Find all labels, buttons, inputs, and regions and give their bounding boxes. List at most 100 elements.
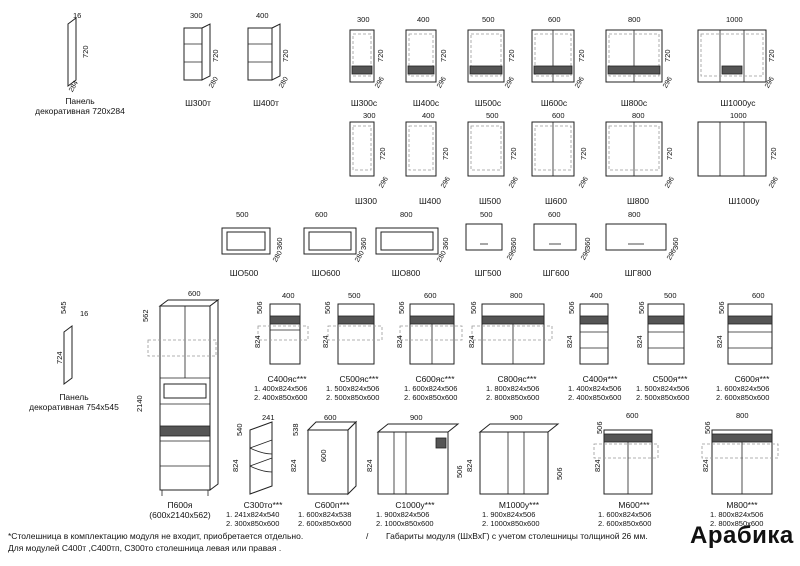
s1000u-width: 900	[410, 413, 423, 422]
sho500-width: 500	[236, 210, 249, 219]
sh300-name: Ш300	[355, 196, 377, 206]
s800ys-depth: 506	[469, 301, 478, 314]
m1000u-height: 824	[465, 459, 474, 472]
m600-name: М600***	[618, 500, 650, 510]
sh400-name: Ш400	[419, 196, 441, 206]
tall-pantry-drawing	[147, 299, 220, 496]
sh400-width: 400	[422, 111, 435, 120]
sh500-width: 500	[486, 111, 499, 120]
footer-note-corner: Для модулей С400т ,С400тп, С300то столеш…	[8, 543, 282, 553]
s600p-spec1: 1. 600х824х538	[298, 510, 352, 519]
sh800-name: Ш800	[627, 196, 649, 206]
s500ys-spec1: 1. 500х824х506	[326, 384, 380, 393]
s500ys-spec2: 2. 500х850х600	[326, 393, 380, 402]
footer-note-dimensions: Габариты модуля (ШхВхГ) с учетом столешн…	[386, 531, 648, 541]
shg600-width: 600	[548, 210, 561, 219]
glass-wall-row	[349, 29, 767, 83]
panel-bottom-thickness: 16	[80, 309, 89, 318]
s300to-spec1: 1. 241х824х540	[226, 510, 280, 519]
s600ys-name: С600яс***	[415, 374, 455, 384]
s400ys-width: 400	[282, 291, 295, 300]
sh800-width: 800	[632, 111, 645, 120]
sho600-name: ШО600	[311, 268, 341, 278]
s400ys-depth: 506	[255, 301, 264, 314]
s400ys-name: С400яс***	[267, 374, 307, 384]
sh1000u-width: 1000	[730, 111, 747, 120]
s600y-spec1: 1. 600х824х506	[716, 384, 770, 393]
sh800-height: 720	[665, 147, 674, 160]
sh800s-width: 800	[628, 15, 641, 24]
s400y-width: 400	[590, 291, 603, 300]
m800-width: 800	[736, 411, 749, 420]
s800ys-height: 824	[467, 335, 476, 348]
wall-row	[349, 121, 767, 177]
shg800-width: 800	[628, 210, 641, 219]
shelf-hood-row	[221, 223, 667, 255]
shg500-width: 500	[480, 210, 493, 219]
m1000u-depth: 506	[555, 467, 564, 480]
s500ys-width: 500	[348, 291, 361, 300]
m800-spec1: 1. 800х824х506	[710, 510, 764, 519]
sh800s-height: 720	[663, 49, 672, 62]
panel-top-thickness: 16	[73, 11, 82, 20]
s1000u-name: С1000у***	[395, 500, 435, 510]
m600-spec2: 2. 600х850х600	[598, 519, 652, 528]
sh1000us-width: 1000	[726, 15, 743, 24]
m800-spec2: 2. 800х850х600	[710, 519, 764, 528]
s1000u-spec1: 1. 900х824х506	[376, 510, 430, 519]
sh300t-height: 720	[211, 49, 220, 62]
panel-bottom-width: 545	[59, 301, 68, 314]
s500ys-name: С500яс***	[339, 374, 379, 384]
s500ys-depth: 506	[323, 301, 332, 314]
m1000u-name: М1000у***	[498, 500, 540, 510]
s600ys-spec2: 2. 600х850х600	[404, 393, 458, 402]
panel-bottom-height: 724	[55, 351, 64, 364]
s1000u-spec2: 2. 1000х850х600	[376, 519, 434, 528]
m600-width: 600	[626, 411, 639, 420]
sho800-width: 800	[400, 210, 413, 219]
s1000u-height: 824	[365, 459, 374, 472]
m800-depth: 506	[703, 421, 712, 434]
sh1000u-name: Ш1000у	[728, 196, 760, 206]
sh600s-name: Ш600с	[540, 98, 568, 108]
base-bottom-row	[249, 420, 779, 496]
sh400s-width: 400	[417, 15, 430, 24]
m600-depth: 506	[595, 421, 604, 434]
s400y-spec2: 2. 400х850х600	[568, 393, 622, 402]
s600y-width: 600	[752, 291, 765, 300]
s1000u-depth: 506	[455, 465, 464, 478]
sh300t-width: 300	[190, 11, 203, 20]
sh600-name: Ш600	[545, 196, 567, 206]
m600-spec1: 1. 600х824х506	[598, 510, 652, 519]
s600p-inner-height: 600	[319, 449, 328, 462]
cabinet-sh300t-drawing	[183, 23, 211, 81]
s500y-name: С500я***	[652, 374, 688, 384]
s400y-height: 824	[565, 335, 574, 348]
sho600-height: 360	[359, 237, 368, 250]
s600p-depth: 538	[291, 423, 300, 436]
sh600s-width: 600	[548, 15, 561, 24]
sho600-width: 600	[315, 210, 328, 219]
s300to-spec2: 2. 300х850х600	[226, 519, 280, 528]
tall-width: 600	[188, 289, 201, 298]
base-top-row	[257, 303, 773, 365]
s400y-spec1: 1. 400х824х506	[568, 384, 622, 393]
sh400s-name: Ш400с	[412, 98, 440, 108]
m1000u-spec2: 2. 1000х850х600	[482, 519, 540, 528]
shg500-name: ШГ500	[474, 268, 502, 278]
tall-name: П600я(600х2140х562)	[149, 500, 211, 520]
s400ys-spec1: 1. 400х824х506	[254, 384, 308, 393]
sh800s-name: Ш800с	[620, 98, 648, 108]
brand-title: Арабика	[690, 522, 794, 549]
sh500s-height: 720	[507, 49, 516, 62]
sh300t-name: Ш300т	[185, 98, 211, 108]
m800-name: М800***	[726, 500, 758, 510]
sh300-height: 720	[378, 147, 387, 160]
s600p-name: С600п***	[314, 500, 350, 510]
sh600s-height: 720	[577, 49, 586, 62]
tall-height: 2140	[135, 395, 144, 412]
s600y-name: С600я***	[734, 374, 770, 384]
m800-height: 824	[701, 459, 710, 472]
